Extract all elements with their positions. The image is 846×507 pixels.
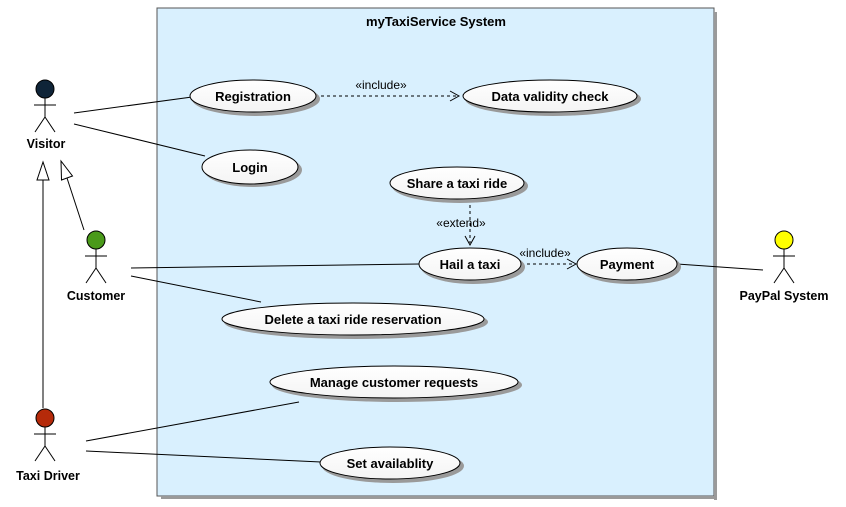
association-visitor-login: [73, 123, 206, 157]
actor-taxi-driver[interactable]: Taxi Driver: [16, 408, 80, 483]
use-case-label: Data validity check: [491, 89, 609, 104]
use-case-label: Payment: [600, 257, 655, 272]
actor-head: [35, 408, 55, 428]
extend-label: «extend»: [436, 216, 486, 230]
actor-label: PayPal System: [740, 289, 829, 303]
association-customer-delete: [130, 275, 262, 303]
association-payment-paypal: [676, 263, 764, 271]
use-case-manage-customer-requests[interactable]: Manage customer requests: [269, 365, 522, 402]
use-case-label: Share a taxi ride: [407, 176, 507, 191]
system-title: myTaxiService System: [366, 14, 506, 29]
include-hail-payment: «include»: [519, 246, 578, 270]
use-case-label: Manage customer requests: [310, 375, 478, 390]
association-driver-availability: [85, 450, 322, 463]
actor-head: [774, 230, 794, 250]
generalization-arrowhead: [60, 159, 74, 181]
use-case-delete-reservation[interactable]: Delete a taxi ride reservation: [221, 302, 488, 339]
include-label: «include»: [519, 246, 571, 260]
actor-label: Customer: [67, 289, 125, 303]
include-label: «include»: [355, 78, 407, 92]
use-case-set-availability[interactable]: Set availablity: [319, 446, 464, 483]
use-case-data-validity-check[interactable]: Data validity check: [462, 79, 641, 116]
use-case-label: Registration: [215, 89, 291, 104]
association-driver-manage: [85, 401, 300, 442]
association-customer-hail: [130, 263, 420, 269]
use-case-payment[interactable]: Payment: [576, 247, 681, 284]
use-case-label: Hail a taxi: [440, 257, 501, 272]
extend-share-hail: «extend»: [436, 199, 486, 247]
generalization-customer-visitor: [66, 177, 85, 231]
actor-label: Visitor: [27, 137, 66, 151]
actor-head: [86, 230, 106, 250]
actor-customer[interactable]: Customer: [67, 230, 125, 303]
actor-head: [35, 79, 55, 99]
use-case-label: Delete a taxi ride reservation: [264, 312, 441, 327]
include-registration-datacheck: «include»: [315, 78, 461, 102]
use-case-label: Set availablity: [347, 456, 434, 471]
generalization-arrowhead: [36, 160, 50, 181]
actor-paypal-system[interactable]: PayPal System: [740, 230, 829, 303]
use-case-share-taxi-ride[interactable]: Share a taxi ride: [389, 166, 528, 203]
use-case-login[interactable]: Login: [201, 149, 302, 187]
use-case-label: Login: [232, 160, 267, 175]
use-case-hail-taxi[interactable]: Hail a taxi: [418, 247, 525, 284]
use-case-registration[interactable]: Registration: [189, 79, 320, 116]
association-visitor-registration: [73, 96, 193, 114]
actor-visitor[interactable]: Visitor: [27, 79, 66, 151]
actor-label: Taxi Driver: [16, 469, 80, 483]
